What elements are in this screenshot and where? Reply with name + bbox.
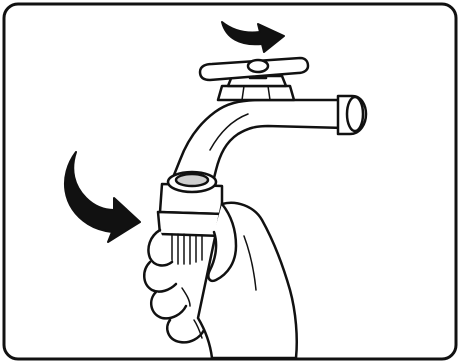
tap-handle-hub — [248, 60, 268, 72]
hose-connector-inner-ring — [176, 174, 208, 186]
tap-pipe-opening — [347, 97, 363, 131]
tap-valve-nut — [218, 86, 294, 100]
